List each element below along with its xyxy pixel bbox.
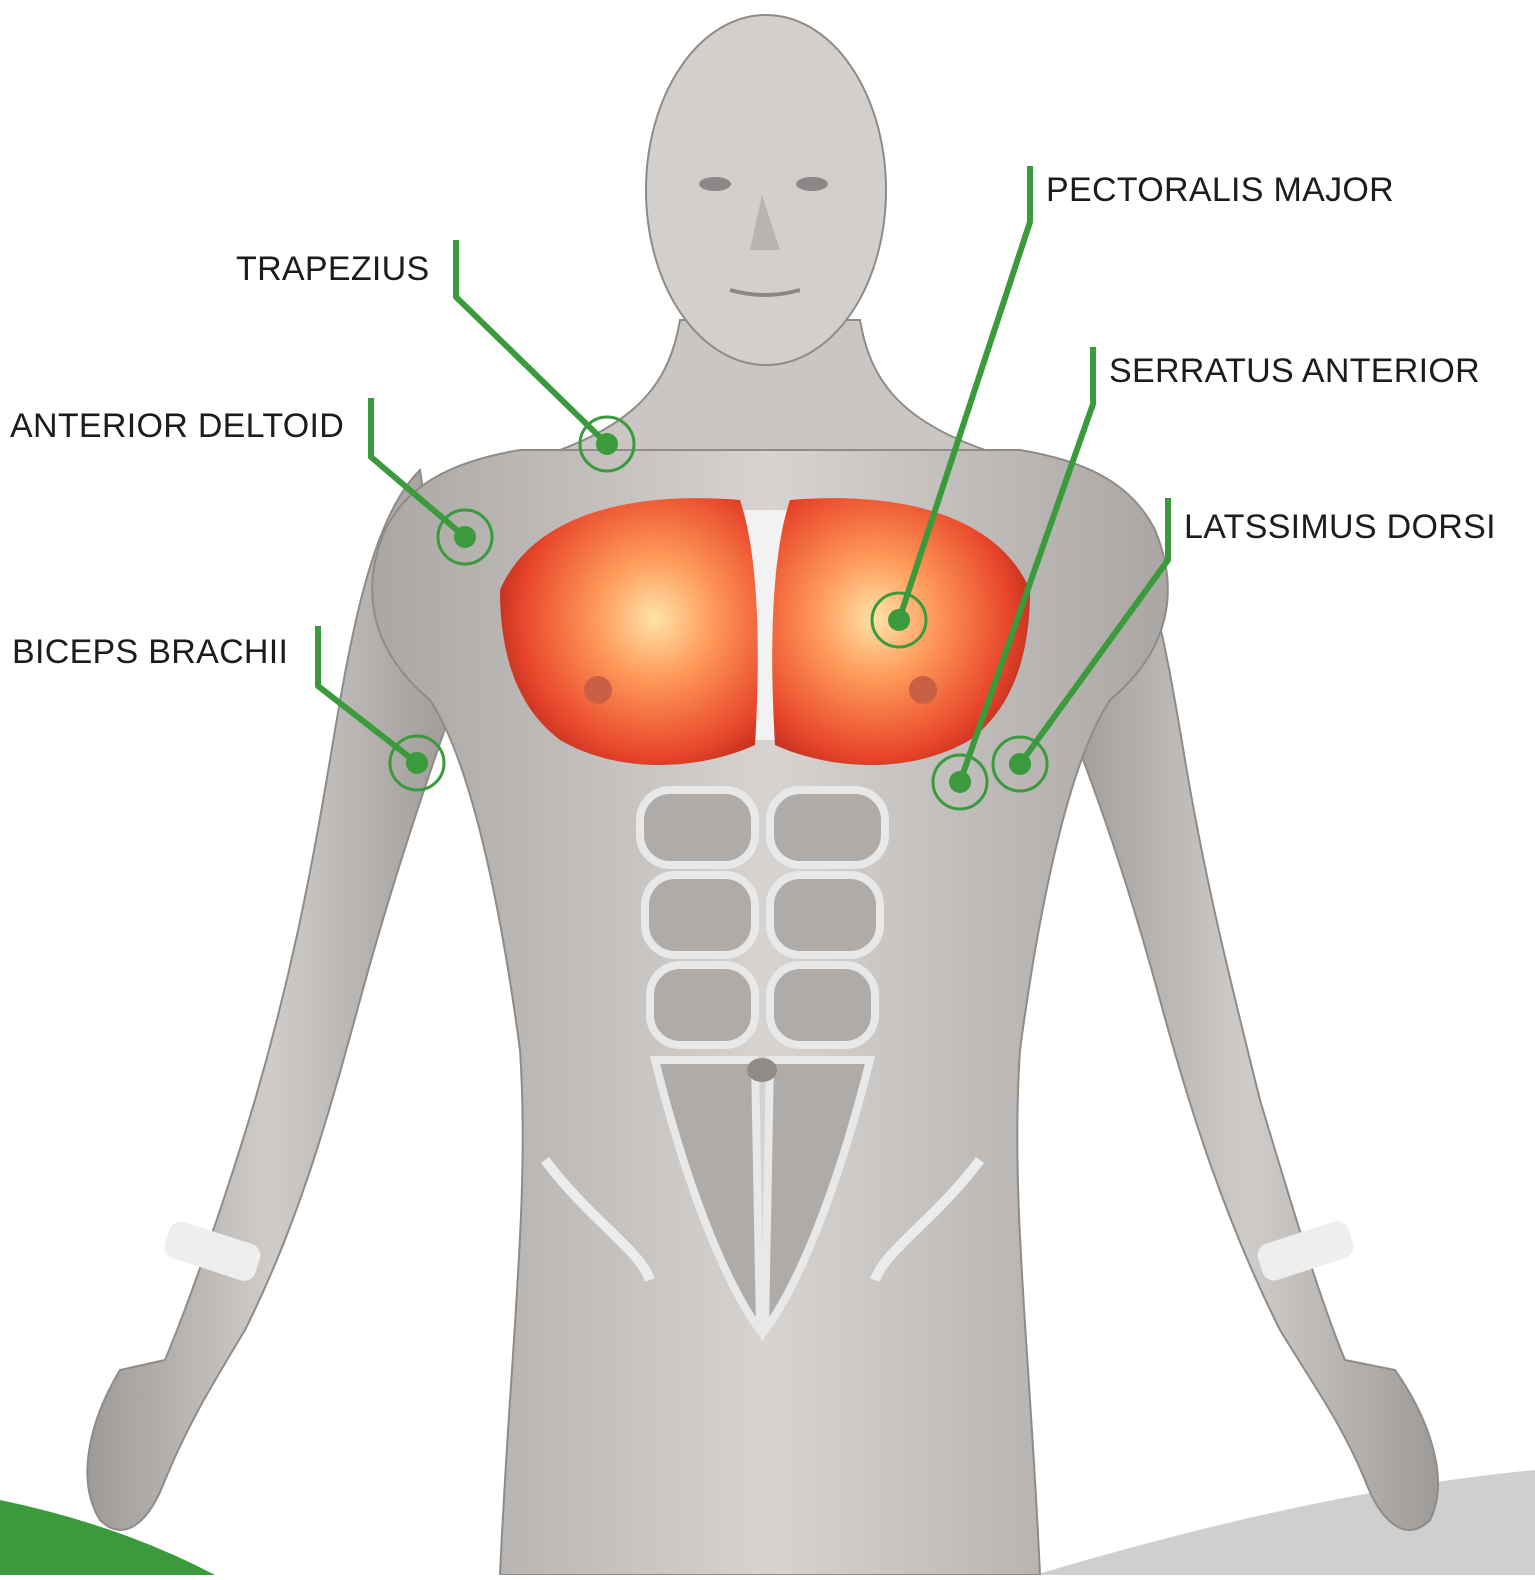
anterior-deltoid-label: ANTERIOR DELTOID — [10, 406, 344, 446]
left-eye — [699, 177, 731, 191]
navel — [747, 1058, 777, 1082]
trapezius-leader — [456, 240, 607, 444]
latissimus-dorsi-label: LATSSIMUS DORSI — [1184, 507, 1496, 547]
trapezius-label: TRAPEZIUS — [236, 249, 430, 289]
head — [646, 15, 886, 365]
right-nipple — [909, 676, 937, 704]
pectoralis-major-label: PECTORALIS MAJOR — [1046, 170, 1394, 210]
biceps-brachii-label: BICEPS BRACHII — [12, 632, 288, 672]
left-nipple — [584, 676, 612, 704]
right-eye — [796, 177, 828, 191]
gray-corner-wave — [1035, 1470, 1535, 1575]
serratus-anterior-label: SERRATUS ANTERIOR — [1109, 351, 1480, 391]
